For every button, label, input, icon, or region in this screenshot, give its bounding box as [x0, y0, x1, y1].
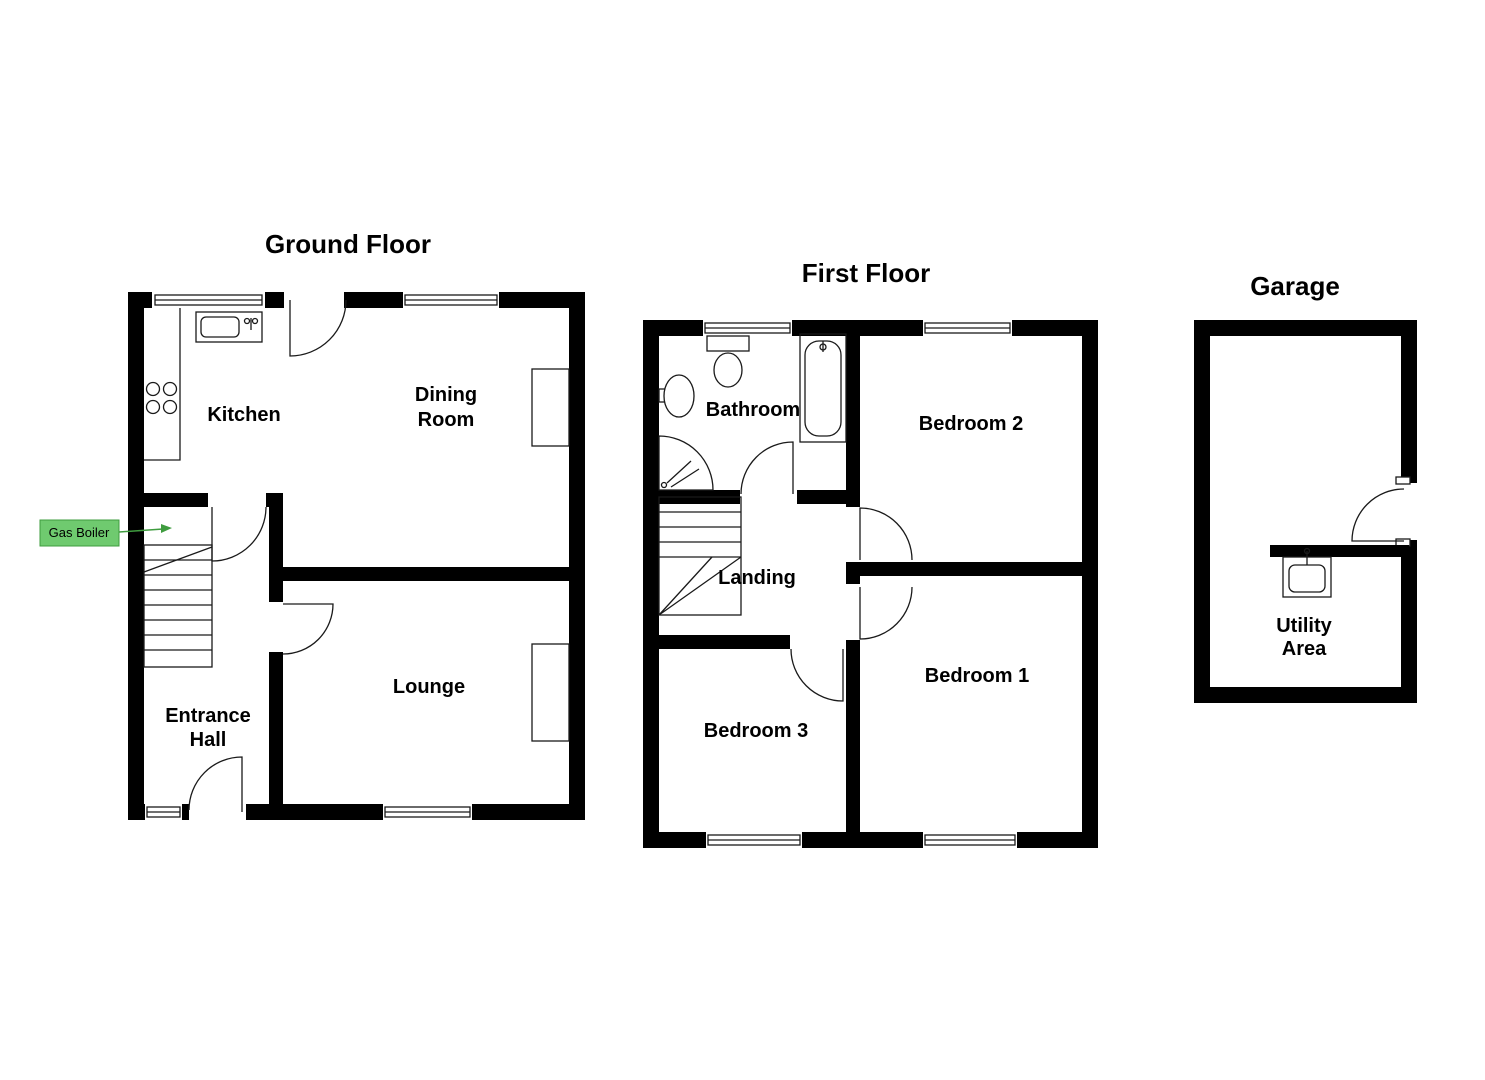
ground-floor-outer-walls — [128, 292, 585, 820]
utility-partition-wall — [1270, 545, 1409, 557]
bathtub — [799, 333, 847, 443]
ground-floor-plan: Ground Floor — [128, 229, 585, 821]
staircase-first — [658, 496, 742, 616]
kitchen-window — [152, 291, 265, 309]
garage-plan: Garage Utility Area — [1194, 271, 1418, 703]
first-floor-title: First Floor — [802, 258, 931, 288]
gas-boiler-arrow — [118, 528, 164, 533]
bathroom-window — [703, 319, 792, 337]
front-door — [188, 756, 246, 821]
bedroom1-door — [859, 586, 913, 640]
lounge-window — [383, 803, 472, 821]
first-floor-outer-walls — [643, 320, 1098, 848]
first-floor-interior-walls — [643, 320, 1090, 840]
gas-boiler-arrowhead — [161, 524, 172, 533]
first-floor-plan: First Floor — [643, 258, 1098, 849]
bedroom2-door — [859, 507, 913, 561]
ground-floor-interior-walls — [128, 493, 577, 812]
back-door — [284, 291, 347, 357]
chimney-breast-dining — [531, 368, 570, 447]
entrance-hall-label-line1: Entrance — [165, 705, 251, 727]
bedroom3-label: Bedroom 3 — [704, 720, 808, 742]
lounge-label: Lounge — [393, 676, 465, 698]
bedroom1-label: Bedroom 1 — [925, 665, 1029, 687]
entrance-hall-label-line2: Hall — [190, 729, 227, 751]
landing-label: Landing — [718, 567, 796, 589]
bathroom-label: Bathroom — [706, 399, 800, 421]
staircase-ground — [143, 544, 213, 668]
gas-boiler-box — [39, 519, 120, 547]
toilet — [706, 335, 750, 388]
bedroom3-window — [706, 831, 802, 849]
bedroom1-window — [923, 831, 1017, 849]
hall-window — [145, 803, 182, 821]
basin — [658, 374, 695, 418]
chimney-breast-lounge — [531, 643, 570, 742]
dining-room-window — [403, 291, 499, 309]
kitchen-counter — [144, 308, 181, 461]
dining-room-label-line2: Room — [418, 409, 475, 431]
bedroom2-window — [923, 319, 1012, 337]
garage-title: Garage — [1250, 271, 1340, 301]
bedroom2-label: Bedroom 2 — [919, 413, 1023, 435]
lounge-door — [282, 603, 334, 655]
utility-area-label-line1: Utility — [1276, 615, 1332, 637]
gas-boiler-callout: Gas Boiler — [39, 519, 172, 547]
gas-boiler-label: Gas Boiler — [49, 525, 110, 540]
utility-area-label-line2: Area — [1282, 638, 1327, 660]
utility-sink — [1282, 547, 1332, 598]
bedroom3-door — [790, 648, 844, 702]
kitchen-label: Kitchen — [207, 404, 280, 426]
bathroom-door — [740, 441, 794, 495]
shower — [658, 435, 714, 491]
kitchen-door — [211, 506, 267, 562]
dining-room-label-line1: Dining — [415, 384, 477, 406]
kitchen-sink — [195, 311, 263, 343]
garage-side-door — [1351, 476, 1418, 547]
ground-floor-title: Ground Floor — [265, 229, 431, 259]
kitchen-hob — [145, 381, 178, 415]
